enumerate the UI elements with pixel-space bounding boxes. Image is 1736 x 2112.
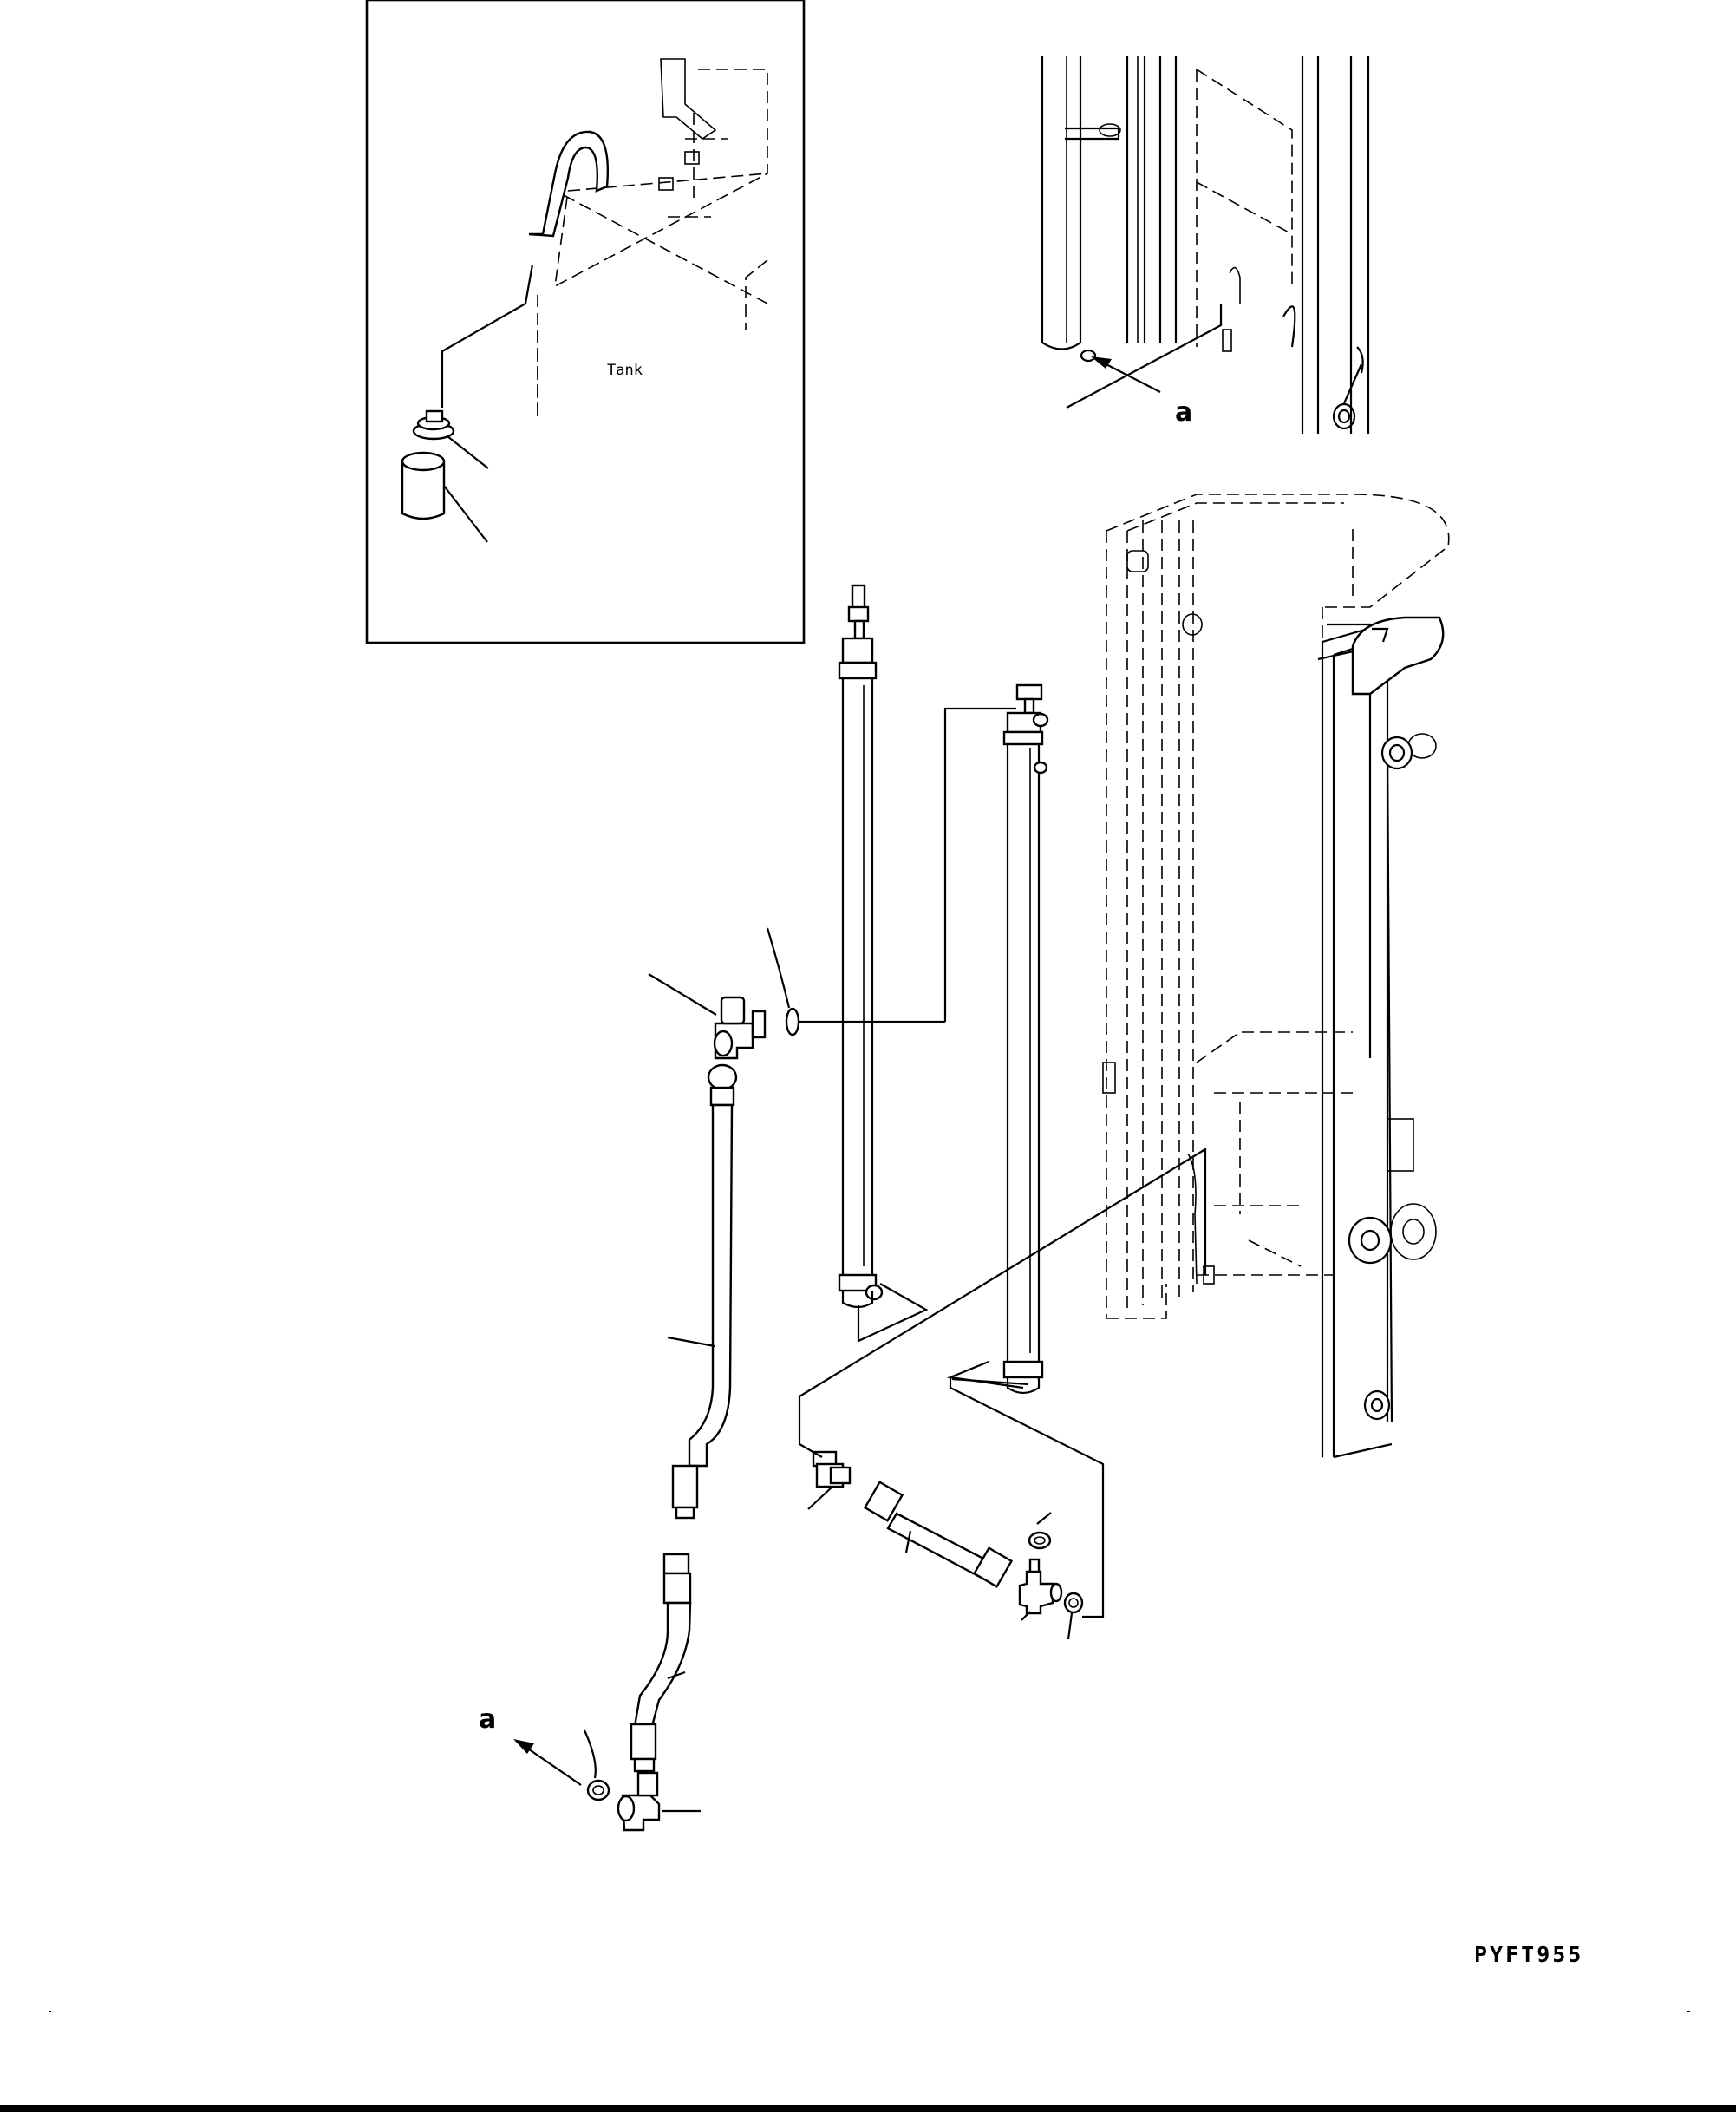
upper-callout-arrow [1091, 356, 1161, 393]
elbow-fitting-upper [713, 996, 767, 1060]
speck-left [49, 2011, 51, 2012]
callout-a-upper: a [1175, 397, 1192, 428]
route-right-cylinder-b [951, 1377, 1029, 1386]
cylinder-route-line [943, 707, 1016, 1022]
route-to-connector [798, 1396, 823, 1458]
mast-detail-upper: a [1041, 56, 1370, 434]
tank-label: Tank [607, 362, 643, 379]
hose-piece [401, 451, 446, 520]
callout-a-lower: a [479, 1704, 496, 1735]
hose-route-leader [441, 264, 534, 408]
tank-port [684, 151, 700, 165]
tank-bracket [660, 58, 717, 140]
route-left-cylinder [857, 1283, 929, 1343]
o-ring-lower [586, 1779, 610, 1801]
return-hose [528, 130, 609, 238]
flexible-hose-lower [630, 1553, 692, 1773]
route-to-frame [799, 1148, 1207, 1397]
connector-fitting [812, 1450, 852, 1488]
leader-lines [583, 927, 1074, 1813]
tee-fitting [1018, 1558, 1063, 1615]
hose-clamp [412, 409, 455, 441]
o-ring-small-b [1063, 1592, 1084, 1614]
main-mast [1102, 494, 1450, 1459]
rigid-pipe [671, 1063, 738, 1520]
lift-cylinder-right [1002, 683, 1049, 1395]
tank-outline [537, 69, 768, 416]
tank-port-2 [658, 177, 674, 191]
inset-frame [365, 0, 806, 644]
o-ring-upper [785, 1007, 800, 1036]
lift-cylinder-left [838, 584, 884, 1309]
elbow-fitting-lower [617, 1771, 661, 1832]
route-right-cylinder [946, 1360, 1105, 1618]
hose-leader [443, 485, 488, 543]
drawing-code: PYFT955 [1474, 1942, 1583, 1967]
upper-route-line [1066, 304, 1223, 409]
clamp-leader [447, 435, 489, 469]
inset-detail: Tank [365, 0, 806, 644]
o-ring-small-a [1028, 1531, 1052, 1550]
bottom-border-bar [0, 2105, 1736, 2112]
short-hose [863, 1481, 1014, 1588]
lower-callout-arrow [513, 1739, 582, 1786]
speck-right [1687, 2011, 1690, 2012]
